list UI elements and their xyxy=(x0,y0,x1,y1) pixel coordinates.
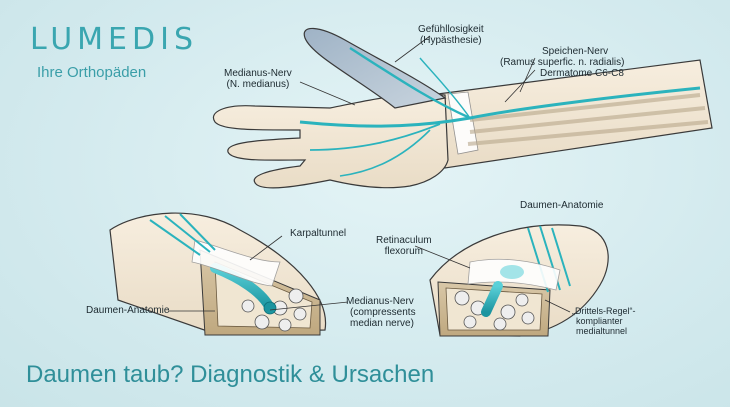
label-drittels-regel-line1: „Drittels-Regel“- xyxy=(572,306,636,316)
label-speichen-nerv-sub1: (Ramus superfic. n. radialis) xyxy=(500,57,625,68)
finger-nerve-branch-2 xyxy=(339,129,431,177)
label-gefuehllosigkeit: Gefühllosigkeit (Hypästhesie) xyxy=(418,24,484,46)
left-carpal-ligament xyxy=(191,239,281,287)
label-medianus-nerv-bottom: Medianus-Nerv (compressents median nerve… xyxy=(346,296,416,329)
finger-nerve-branch xyxy=(309,123,441,151)
page-headline: Daumen taub? Diagnostik & Ursachen xyxy=(26,361,435,388)
wrist-retinaculum xyxy=(447,91,479,155)
label-medianus-nerv-top: Medianus-Nerv (N. medianus) xyxy=(224,68,292,90)
label-karpaltunnel: Karpaltunnel xyxy=(290,228,347,239)
left-nerve-fibres xyxy=(149,213,216,256)
label-daumen-anatomie-right: Daumen-Anatomie xyxy=(520,200,604,211)
label-gefuehllosigkeit-title: Gefühllosigkeit xyxy=(418,24,484,35)
label-speichen-nerv-title: Speichen-Nerv xyxy=(542,46,609,57)
label-medianus-nerv-bottom-title: Medianus-Nerv xyxy=(346,296,414,307)
label-retinaculum-line2: flexorum xyxy=(384,246,423,257)
label-medianus-nerv-bottom-sub2: median nerve) xyxy=(350,318,414,329)
label-drittels-regel: „Drittels-Regel“- komplianter medialtunn… xyxy=(572,306,636,336)
left-nerve-end xyxy=(263,301,277,315)
label-speichen-nerv: Speichen-Nerv (Ramus superfic. n. radial… xyxy=(500,46,624,79)
label-medianus-nerv-bottom-sub1: (compressents xyxy=(350,307,416,318)
label-gefuehllosigkeit-sub: (Hypästhesie) xyxy=(419,35,482,46)
median-nerve-path xyxy=(299,86,701,128)
label-retinaculum-line1: Retinaculum xyxy=(376,235,432,246)
left-cross-section xyxy=(109,212,327,336)
label-daumen-anatomie-left: Daumen-Anatomie xyxy=(86,305,170,316)
thumb-nerve-branch xyxy=(349,46,471,120)
brand-tagline: Ihre Orthopäden xyxy=(37,64,147,81)
left-tendon-bundle xyxy=(241,288,307,332)
right-compression-glow xyxy=(500,265,524,279)
forearm-tendons xyxy=(467,93,709,146)
palm-shape xyxy=(212,93,449,189)
label-medianus-nerv-top-sub: (N. medianus) xyxy=(226,79,290,90)
numb-thumb-area xyxy=(303,27,447,109)
right-median-nerve xyxy=(481,281,503,317)
label-drittels-regel-line2: komplianter xyxy=(576,316,623,326)
label-drittels-regel-line3: medialtunnel xyxy=(576,326,628,336)
label-speichen-nerv-sub2: Dermatome C6-C8 xyxy=(540,68,624,79)
brand-logo: LUMEDIS xyxy=(30,22,199,57)
label-leader-lines xyxy=(168,35,571,313)
radial-nerve-branch xyxy=(419,57,471,119)
hand-illustration xyxy=(212,27,713,189)
label-retinaculum: Retinaculum flexorum xyxy=(376,235,432,257)
right-cross-section xyxy=(429,224,609,337)
label-medianus-nerv-top-title: Medianus-Nerv xyxy=(224,68,292,79)
